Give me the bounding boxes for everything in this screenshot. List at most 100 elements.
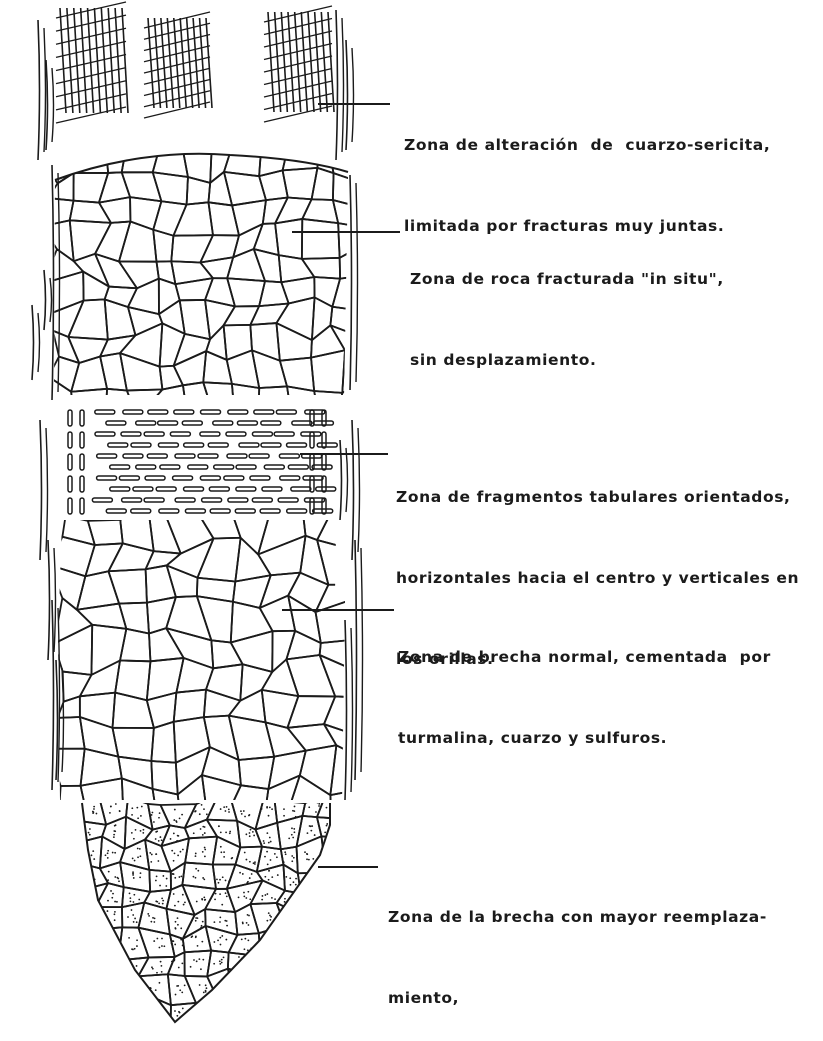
breccia-fragment <box>166 628 213 668</box>
breccia-fragment <box>176 747 210 794</box>
tabular-fragment <box>175 454 195 458</box>
breccia-fragment <box>95 993 127 1015</box>
label-line: sin desplazamiento. <box>410 347 724 374</box>
breccia-fragment <box>106 389 136 415</box>
tabular-fragment <box>278 498 298 502</box>
tabular-fragment <box>260 509 280 513</box>
breccia-fragment <box>272 631 295 672</box>
breccia-fragment <box>240 664 272 700</box>
tabular-fragment <box>254 410 274 414</box>
breccia-fragment <box>197 538 240 582</box>
breccia-fragment <box>337 869 372 892</box>
breccia-fragment <box>41 145 74 184</box>
breccia-fragment <box>288 573 328 612</box>
breccia-fragment <box>189 1025 218 1041</box>
breccia-fragment <box>218 1035 231 1041</box>
breccia-fragment <box>138 974 171 1005</box>
tabular-fragment <box>175 498 195 502</box>
breccia-fragment <box>330 325 360 354</box>
breccia-fragment <box>314 952 351 975</box>
breccia-fragment <box>120 353 162 390</box>
tabular-fragment <box>237 421 257 425</box>
breccia-fragment <box>153 230 173 262</box>
tabular-fragment <box>201 410 221 414</box>
tabular-fragment <box>280 476 300 480</box>
tabular-fragment <box>226 432 246 436</box>
breccia-fragment <box>347 991 372 1017</box>
breccia-fragment <box>300 974 327 999</box>
tabular-fragment <box>287 443 307 447</box>
breccia-fragment <box>96 907 123 929</box>
breccia-fragment <box>207 969 235 1002</box>
breccia-fragment <box>127 389 163 415</box>
wall-stroke <box>44 270 52 330</box>
breccia-fragment <box>167 1022 195 1041</box>
breccia-fragment <box>207 820 241 848</box>
breccia-fragment <box>362 577 392 601</box>
breccia-fragment <box>149 385 186 405</box>
breccia-fragment <box>228 1036 261 1041</box>
breccia-fragment <box>74 907 101 929</box>
tabular-fragment <box>108 443 128 447</box>
breccia-fragment <box>235 538 270 582</box>
breccia-fragment <box>231 509 269 554</box>
tabular-fragment <box>250 476 270 480</box>
breccia-fragment <box>205 1019 240 1041</box>
breccia-fragment <box>346 811 388 852</box>
breccia-fragment <box>43 272 83 313</box>
tabular-fragment <box>209 487 229 491</box>
tabular-fragment <box>288 465 308 469</box>
tabular-fragment <box>110 465 130 469</box>
breccia-fragment <box>153 172 188 204</box>
breccia-fragment <box>83 929 102 956</box>
breccia-fragment <box>276 323 311 361</box>
tabular-fragment <box>202 498 222 502</box>
breccia-fragment <box>178 403 213 443</box>
breccia-fragment <box>338 1013 372 1037</box>
breccia-fragment <box>91 625 126 675</box>
breccia-fragment <box>194 1035 219 1041</box>
tabular-fragment <box>184 443 204 447</box>
breccia-fragment <box>314 391 342 409</box>
tabular-fragment <box>236 487 256 491</box>
label-line: horizontales hacia el centro y verticale… <box>396 565 799 592</box>
tabular-fragment <box>252 432 272 436</box>
fracture-hatch <box>144 12 212 118</box>
tabular-fragment <box>158 421 178 425</box>
breccia-fragment <box>281 277 314 303</box>
tabular-fragment <box>313 421 333 425</box>
breccia-fragment <box>338 223 366 258</box>
wall-stroke <box>352 420 360 560</box>
breccia-fragment <box>278 998 301 1022</box>
label-line: Zona de roca fracturada "in situ", <box>410 266 724 293</box>
breccia-fragment <box>324 974 350 998</box>
breccia-fragment <box>286 775 331 822</box>
breccia-fragment <box>338 1035 365 1041</box>
label-reemplazamiento-zone: Zona de la brecha con mayor reemplaza- m… <box>388 850 767 1039</box>
tabular-fragment <box>214 465 234 469</box>
tabular-fragment <box>156 487 176 491</box>
tabular-fragment <box>184 487 204 491</box>
breccia-fragment <box>187 177 211 204</box>
breccia-fragment <box>337 891 364 911</box>
breccia-fragment <box>348 697 388 732</box>
tabular-fragment <box>262 487 282 491</box>
breccia-fragment <box>259 386 291 411</box>
breccia-fragment <box>82 1035 108 1041</box>
tabular-fragment <box>279 454 299 458</box>
tabular-fragment <box>110 487 130 491</box>
breccia-fragment <box>206 926 238 953</box>
breccia-fragment <box>230 1015 256 1041</box>
breccia-fragment <box>338 819 373 844</box>
breccia-fragment <box>317 817 349 838</box>
fracture-hatch <box>56 2 128 123</box>
tabular-fragment <box>291 487 311 491</box>
breccia-fragment <box>166 517 213 554</box>
breccia-fragment <box>255 800 277 830</box>
label-fracturada-zone: Zona de roca fracturada "in situ", sin d… <box>410 212 724 401</box>
breccia-fragment <box>108 569 146 603</box>
breccia-fragment <box>316 996 351 1021</box>
tabular-fragment <box>287 509 307 513</box>
breccia-fragment <box>347 969 371 996</box>
label-line: turmalina, cuarzo y sulfuros. <box>398 725 771 752</box>
